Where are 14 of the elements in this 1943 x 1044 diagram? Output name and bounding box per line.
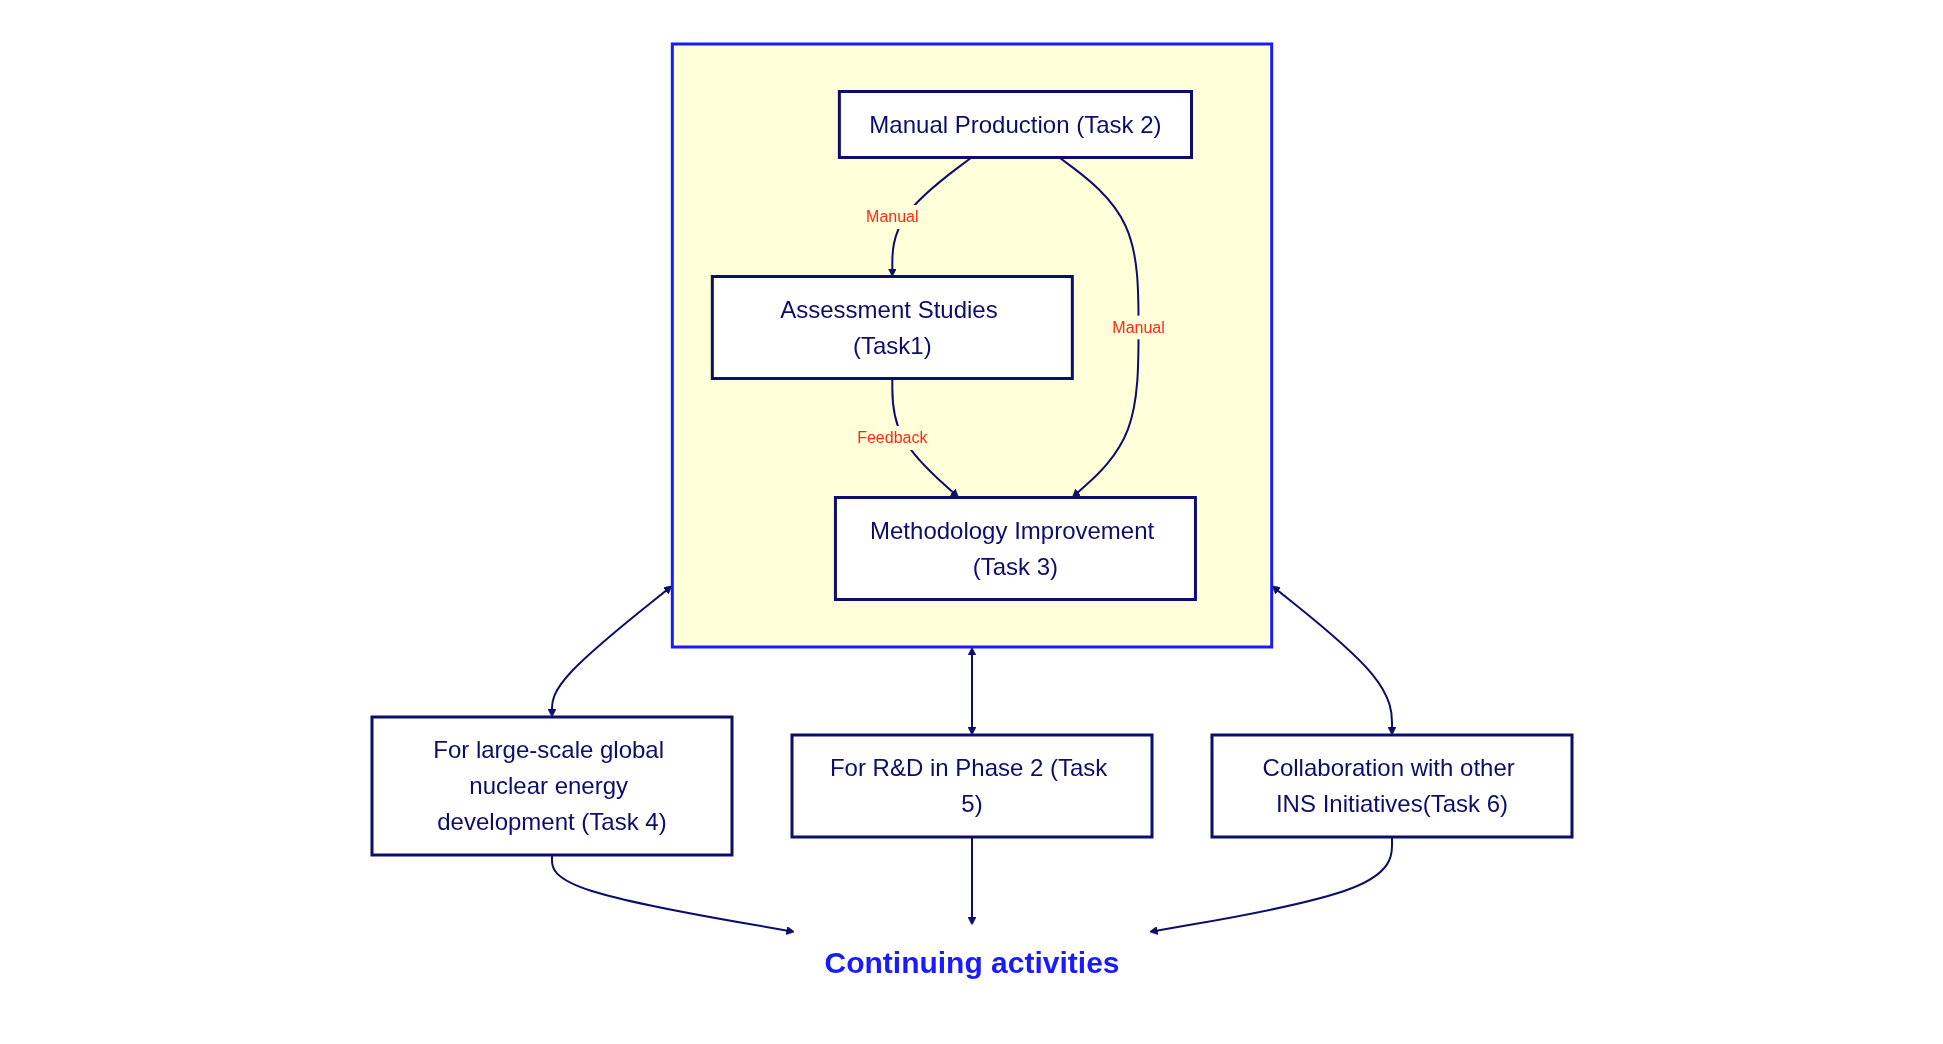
node-box: Methodology Improvement (Task 3) — [833, 496, 1197, 601]
edge-label: Manual — [1111, 318, 1165, 336]
edge-label: Manual — [865, 208, 919, 225]
node-box: For large-scale global nuclear energy development (Task 4) — [370, 715, 733, 857]
arrow — [1271, 585, 1396, 736]
node-box: Assessment Studies (Task1) — [710, 275, 1074, 380]
node-box: Collaboration with other INS Initiatives(Task 6) — [1210, 733, 1573, 839]
edge-label: Feedback — [856, 429, 927, 446]
arrow — [547, 585, 672, 718]
node-box: Manual Production (Task 2) — [837, 90, 1193, 159]
node-text: Continuing activities — [823, 946, 1120, 979]
cluster — [670, 42, 1273, 649]
arrow — [967, 647, 976, 736]
node-box: For R&D in Phase 2 (Task 5) — [790, 733, 1153, 839]
